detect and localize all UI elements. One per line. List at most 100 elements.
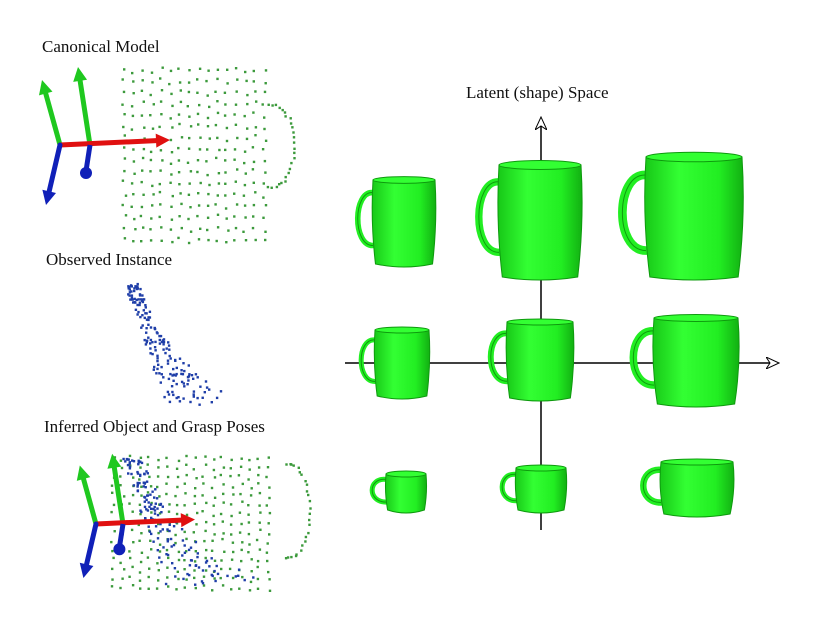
point (170, 218, 174, 221)
point (187, 193, 191, 196)
point (154, 502, 157, 505)
point (156, 513, 160, 517)
point (189, 170, 193, 173)
point (155, 587, 159, 590)
point (175, 512, 179, 516)
mug-handle-edge (478, 181, 500, 253)
point (206, 173, 209, 177)
point (127, 472, 130, 475)
point (150, 217, 153, 220)
point (152, 103, 155, 106)
point (166, 528, 169, 531)
point (227, 229, 230, 232)
point (292, 136, 296, 139)
point (160, 226, 163, 229)
point (180, 528, 184, 531)
point (203, 539, 206, 543)
point (159, 169, 162, 172)
point (254, 238, 257, 242)
point (264, 82, 267, 85)
point (216, 226, 220, 229)
point (235, 90, 238, 93)
point (166, 390, 170, 394)
point (153, 327, 156, 330)
point (174, 494, 177, 498)
point (131, 493, 135, 497)
point (170, 545, 173, 548)
point (250, 487, 253, 490)
point (153, 496, 156, 499)
point (192, 395, 195, 398)
point (145, 318, 149, 321)
point (204, 556, 207, 560)
point (156, 562, 159, 565)
point (137, 461, 140, 464)
point (210, 401, 213, 404)
point (248, 543, 251, 546)
point (186, 161, 190, 164)
point (111, 578, 114, 581)
point (158, 512, 162, 515)
point (149, 485, 153, 488)
point (159, 522, 162, 526)
point (131, 298, 134, 301)
point (158, 556, 161, 559)
point (222, 466, 226, 469)
point (206, 125, 210, 128)
point (234, 103, 238, 106)
x-axis-arrow-head (180, 513, 195, 528)
point (231, 576, 235, 580)
point (264, 69, 268, 72)
point (159, 100, 163, 103)
point (178, 215, 181, 218)
point (268, 578, 271, 581)
point (167, 344, 171, 347)
point (222, 532, 225, 535)
point (241, 500, 244, 503)
point (172, 379, 175, 382)
mug-handle (369, 476, 389, 505)
point (172, 393, 175, 397)
point (309, 507, 312, 510)
point (183, 559, 186, 562)
point (128, 467, 132, 470)
point (305, 483, 309, 486)
point (148, 310, 152, 313)
point (141, 156, 145, 160)
point (131, 459, 134, 462)
point (231, 541, 235, 544)
point (122, 457, 125, 461)
point (199, 385, 202, 388)
point (242, 194, 246, 197)
point (151, 204, 154, 207)
point (252, 160, 256, 164)
point (266, 542, 269, 545)
point (189, 230, 193, 233)
y-axis-arrow-shaft (43, 90, 63, 148)
point (229, 474, 232, 478)
point (192, 390, 196, 393)
point (219, 576, 222, 580)
point (180, 372, 183, 376)
point (110, 484, 114, 487)
point (127, 293, 130, 296)
point (131, 71, 134, 75)
point (149, 539, 152, 542)
point (135, 286, 138, 289)
mug-icon (487, 318, 575, 402)
point (156, 357, 159, 360)
point (254, 134, 257, 137)
point (165, 456, 168, 460)
point (229, 523, 233, 526)
point (160, 113, 163, 116)
mug-icon (629, 314, 740, 408)
point (197, 192, 200, 195)
point (308, 499, 312, 503)
point (124, 214, 128, 217)
point (220, 559, 223, 562)
point (123, 146, 126, 149)
point (185, 454, 188, 458)
point (204, 529, 207, 533)
point (123, 68, 126, 71)
point (266, 185, 270, 189)
